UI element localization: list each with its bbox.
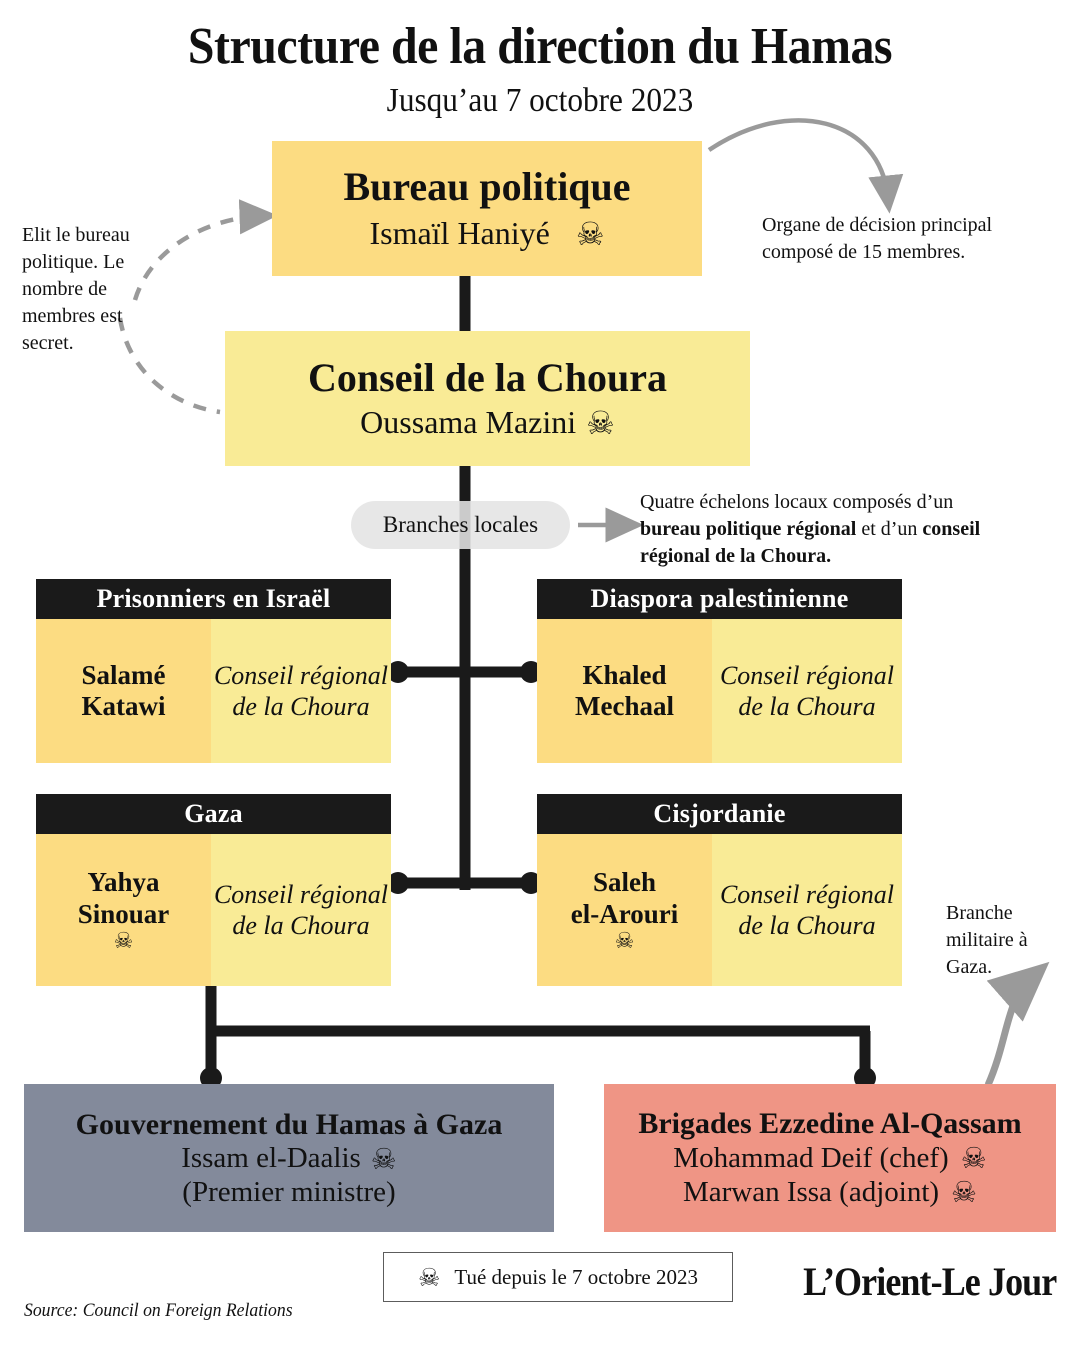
card-leader-line2: el-Arouri bbox=[570, 898, 679, 929]
source-credit: Source: Council on Foreign Relations bbox=[24, 1300, 293, 1321]
card-body: Salamé Katawi Conseil régional de la Cho… bbox=[36, 619, 391, 763]
box-gouvernement-hamas-gaza[interactable]: Gouvernement du Hamas à Gaza Issam el-Da… bbox=[24, 1084, 554, 1232]
annotation-branches-bold-2: conseil régional de la Choura. bbox=[640, 518, 981, 568]
annotation-branches-locales: Quatre échelons locaux composés d’un bur… bbox=[640, 489, 1012, 571]
legend-killed: ☠ Tué depuis le 7 octobre 2023 bbox=[383, 1252, 733, 1302]
card-leader-line2: Mechaal bbox=[575, 691, 674, 721]
card-leader-line1: Salamé bbox=[81, 659, 166, 690]
page-subtitle: Jusqu’au 7 octobre 2023 bbox=[386, 82, 694, 119]
annotation-elects-bureau: Elit le bureau politique. Le nombre de m… bbox=[22, 224, 130, 354]
box-brigades-al-qassam[interactable]: Brigades Ezzedine Al-Qassam Mohammad Dei… bbox=[604, 1084, 1056, 1232]
conseil-choura-person-name: Oussama Mazini bbox=[360, 404, 577, 440]
skull-and-crossbones-icon: ☠ bbox=[575, 214, 605, 253]
gouvernement-person: Issam el-Daalis ☠ bbox=[181, 1142, 397, 1176]
annotation-branches-prefix: Quatre échelons locaux composés d’un bbox=[640, 491, 954, 513]
card-body: Yahya Sinouar ☠ Conseil régional de la C… bbox=[36, 834, 391, 986]
card-leader-line2: Katawi bbox=[81, 691, 166, 721]
annotation-branche-militaire: Branche militaire à Gaza. bbox=[946, 902, 1028, 978]
card-gaza[interactable]: Gaza Yahya Sinouar ☠ Conseil régional de… bbox=[36, 794, 391, 986]
card-body: Khaled Mechaal Conseil régional de la Ch… bbox=[537, 619, 902, 763]
box-conseil-choura[interactable]: Conseil de la Choura Oussama Mazini ☠ bbox=[225, 331, 750, 466]
skull-and-crossbones-icon: ☠ bbox=[417, 1262, 441, 1292]
card-council: Conseil régional de la Choura bbox=[712, 619, 902, 763]
annotation-branches-mid: et d’un bbox=[856, 518, 923, 541]
card-prisonniers-en-israel[interactable]: Prisonniers en Israël Salamé Katawi Cons… bbox=[36, 579, 391, 763]
card-leader: Yahya Sinouar ☠ bbox=[36, 834, 211, 986]
skull-and-crossbones-icon: ☠ bbox=[113, 928, 134, 954]
card-leader-line1: Khaled bbox=[582, 659, 667, 690]
brigades-person-2: Marwan Issa (adjoint) ☠ bbox=[683, 1175, 977, 1209]
card-leader: Salamé Katawi bbox=[36, 619, 211, 763]
gouvernement-title: Gouvernement du Hamas à Gaza bbox=[75, 1107, 503, 1141]
skull-and-crossbones-icon: ☠ bbox=[370, 1141, 397, 1176]
bureau-politique-person: Ismaïl Haniyé ☠ bbox=[369, 215, 604, 253]
card-leader: Khaled Mechaal bbox=[537, 619, 712, 763]
conseil-choura-title: Conseil de la Choura bbox=[308, 354, 667, 400]
branches-locales-pill[interactable]: Branches locales bbox=[351, 501, 570, 549]
annotation-branches-bold-1: bureau politique régional bbox=[640, 518, 857, 541]
page-title: Structure de la direction du Hamas bbox=[187, 18, 893, 75]
skull-and-crossbones-icon: ☠ bbox=[960, 1141, 987, 1175]
card-header: Cisjordanie bbox=[537, 794, 902, 834]
branches-locales-label: Branches locales bbox=[382, 512, 539, 537]
skull-and-crossbones-icon: ☠ bbox=[614, 928, 635, 954]
box-bureau-politique[interactable]: Bureau politique Ismaïl Haniyé ☠ bbox=[272, 141, 702, 276]
legend-label: Tué depuis le 7 octobre 2023 bbox=[454, 1264, 699, 1289]
gouvernement-role: (Premier ministre) bbox=[182, 1175, 396, 1208]
conseil-choura-person: Oussama Mazini ☠ bbox=[360, 404, 615, 442]
brigades-person-1-name: Mohammad Deif (chef) bbox=[673, 1141, 949, 1174]
bureau-politique-title: Bureau politique bbox=[343, 163, 631, 209]
card-leader: Saleh el-Arouri ☠ bbox=[537, 834, 712, 986]
skull-and-crossbones-icon: ☠ bbox=[951, 1175, 978, 1209]
publisher-logo: L’Orient-Le Jour bbox=[802, 1259, 1057, 1304]
card-cisjordanie[interactable]: Cisjordanie Saleh el-Arouri ☠ Conseil ré… bbox=[537, 794, 902, 986]
card-council: Conseil régional de la Choura bbox=[712, 834, 902, 986]
gouvernement-person-name: Issam el-Daalis bbox=[181, 1142, 361, 1174]
card-diaspora-palestinienne[interactable]: Diaspora palestinienne Khaled Mechaal Co… bbox=[537, 579, 902, 763]
brigades-person-2-name: Marwan Issa (adjoint) bbox=[682, 1175, 940, 1208]
card-leader-line1: Yahya bbox=[87, 867, 160, 898]
bureau-politique-person-name: Ismaïl Haniyé bbox=[369, 215, 550, 251]
card-leader-line2: Sinouar bbox=[77, 898, 170, 929]
card-header: Prisonniers en Israël bbox=[36, 579, 391, 619]
card-body: Saleh el-Arouri ☠ Conseil régional de la… bbox=[537, 834, 902, 986]
card-header: Gaza bbox=[36, 794, 391, 834]
card-council: Conseil régional de la Choura bbox=[211, 834, 391, 986]
annotation-organe-decision: Organe de décision principal composé de … bbox=[762, 214, 993, 263]
brigades-person-1: Mohammad Deif (chef) ☠ bbox=[673, 1141, 986, 1175]
skull-and-crossbones-icon: ☠ bbox=[586, 403, 615, 442]
card-header: Diaspora palestinienne bbox=[537, 579, 902, 619]
card-council: Conseil régional de la Choura bbox=[211, 619, 391, 763]
brigades-title: Brigades Ezzedine Al-Qassam bbox=[638, 1107, 1022, 1140]
card-leader-line1: Saleh bbox=[592, 867, 657, 898]
